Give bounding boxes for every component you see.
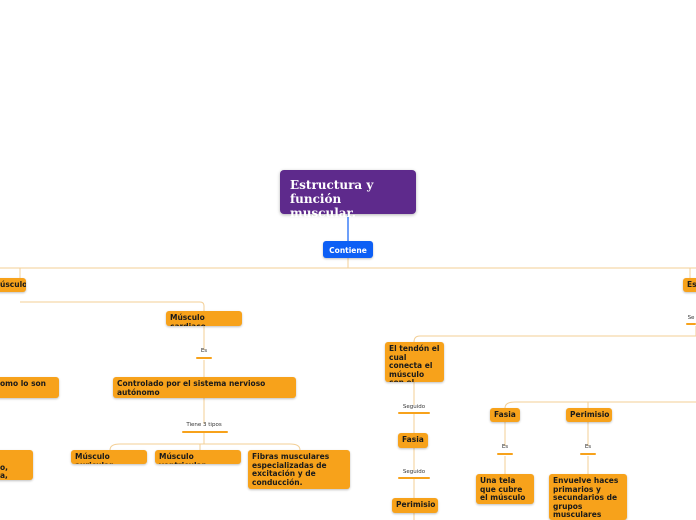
node-perimisio-right[interactable]: Perimisio	[566, 408, 612, 422]
link-label-seguido-1: Seguido	[402, 404, 426, 410]
link-label-es-fasia: Es	[501, 444, 509, 450]
node-fasia-right[interactable]: Fasia	[490, 408, 520, 422]
node-fasia-left[interactable]: Fasia	[398, 433, 428, 448]
link-bar	[398, 477, 430, 479]
node-perimisio-left[interactable]: Perimisio	[392, 498, 438, 513]
node-tela[interactable]: Una tela que cubre el músculo	[476, 474, 534, 504]
link-label-se: Se	[687, 315, 695, 321]
node-controlado[interactable]: Controlado por el sistema nervioso autón…	[113, 377, 296, 398]
contiene-connector[interactable]: Contiene	[323, 241, 373, 258]
node-como-lo-son[interactable]: omo lo son	[0, 377, 59, 398]
link-bar	[196, 357, 212, 359]
root-topic[interactable]: Estructura y función muscular.	[280, 170, 416, 220]
node-envuelve[interactable]: Envuelve haces primarios y secundarios d…	[549, 474, 627, 520]
link-bar	[580, 453, 596, 455]
root-topic-label: Estructura y función muscular.	[290, 178, 374, 220]
node-fibras[interactable]: Fibras musculares especializadas de exci…	[248, 450, 350, 489]
node-musculo-cardiaco[interactable]: Músculo cardiaco	[166, 311, 242, 326]
link-bar	[398, 412, 430, 414]
node-musculo[interactable]: úsculo	[0, 278, 26, 292]
link-label-seguido-2: Seguido	[402, 469, 426, 475]
node-left-bottom[interactable]: o, a,	[0, 450, 33, 480]
link-bar	[497, 453, 513, 455]
contiene-label: Contiene	[329, 246, 367, 255]
node-tendon[interactable]: El tendón el cual conecta el músculo con…	[385, 342, 444, 382]
node-musculo-ventricular[interactable]: Músculo ventricular	[155, 450, 241, 464]
link-bar	[686, 323, 696, 325]
link-label-tiene-3-tipos: Tiene 3 tipos	[186, 422, 222, 428]
link-label-es-perimisio: Es	[584, 444, 592, 450]
node-es-right[interactable]: Es	[683, 278, 696, 292]
link-bar	[182, 431, 228, 433]
link-label-es-cardiaco: Es	[200, 348, 208, 354]
node-musculo-auricular[interactable]: Músculo auricular	[71, 450, 147, 464]
